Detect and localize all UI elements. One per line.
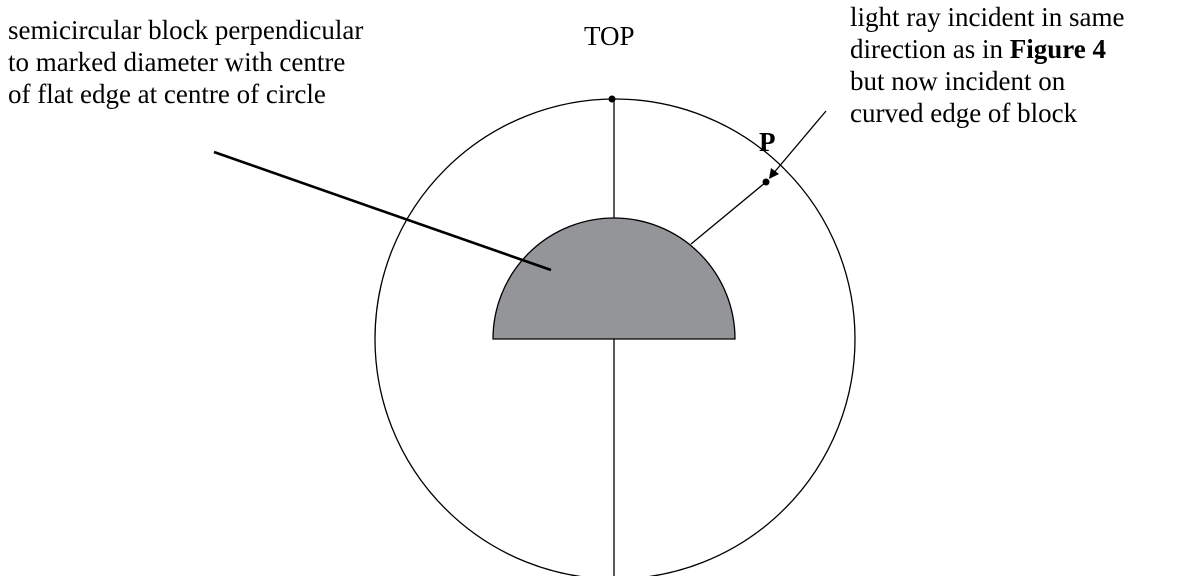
block-description-line-1: semicircular block perpendicular [8,15,364,45]
arrow-head-icon [769,168,779,179]
ray-description-label: light ray incident in same direction as … [850,1,1124,129]
incident-ray [771,110,827,176]
ray-description-line-3: but now incident on [850,66,1066,96]
block-description-label: semicircular block perpendicular to mark… [8,14,363,110]
block-description-line-2: to marked diameter with centre [8,47,346,77]
top-label: TOP [584,21,635,51]
ray-description-line-2: direction as in Figure 4 [850,33,1124,65]
leader-line [213,150,552,272]
ray-inside [690,181,767,245]
block-description-line-3: of flat edge at centre of circle [8,79,326,109]
point-p-label: P [759,127,776,157]
ray-description-line-2-text: direction as in [850,34,1010,64]
ray-description-line-1: light ray incident in same [850,2,1125,32]
ray-description-line-4: curved edge of block [850,98,1078,128]
figure-reference: Figure 4 [1009,34,1106,64]
semicircular-block [492,217,736,340]
top-point-marker [608,95,616,103]
